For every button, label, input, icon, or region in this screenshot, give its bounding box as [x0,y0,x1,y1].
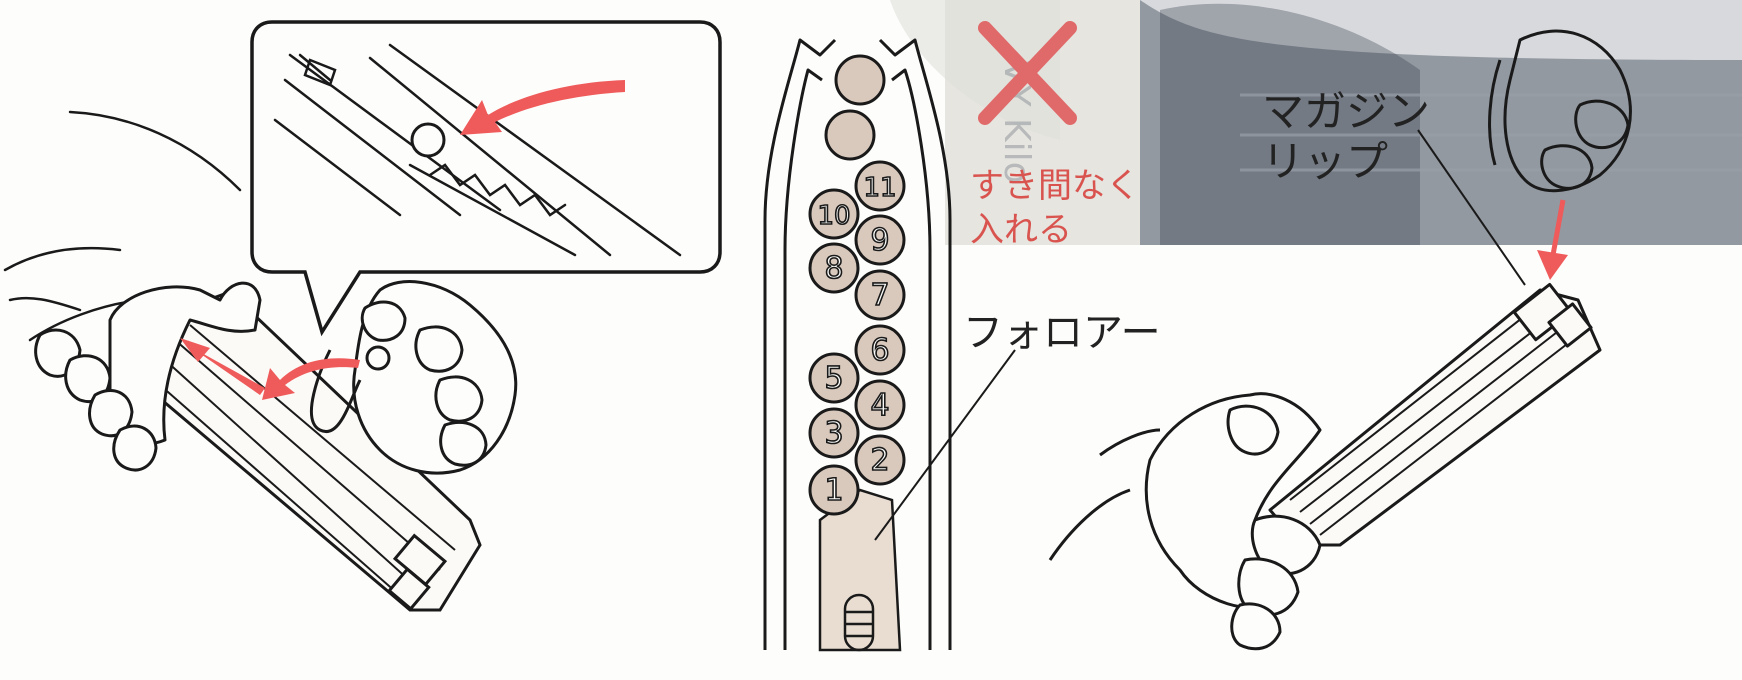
pellet-number: 10 [817,201,850,231]
pellet-icon [854,434,906,486]
photo-inset: VY Kilo [890,0,1742,245]
pellet-icon [854,160,906,212]
hand-icon [309,280,518,475]
magazine-cross-section [763,38,952,650]
magazine-icon [1268,282,1602,547]
pellet-10: 10 [808,188,860,240]
magazine-lip-label-line2: リップ [1262,137,1389,186]
pellet-icon [834,54,886,106]
pellet-7: 7 [854,269,906,321]
pellet-icon [808,352,860,404]
pellet-icon [808,407,860,459]
hand-icon [1488,29,1632,193]
pellet-2: 2 [854,434,906,486]
cross-icon [978,21,1077,125]
pellet-number: 2 [870,443,889,478]
follower-leader-line [874,349,1016,541]
pellet-number: 9 [870,223,889,258]
warning-label-line1: すき間なく [970,166,1140,206]
pellet-4: 4 [854,379,906,431]
pellet-number: 4 [870,388,889,423]
pellet-number: 11 [863,173,896,203]
hand-icon [34,281,262,472]
pellet-icon [808,188,860,240]
magazine-lip-leader-line [1417,129,1526,286]
pellet-icon [854,324,906,376]
pellet-icon [854,379,906,431]
arrow-icon [1537,199,1568,280]
pellet-icon [808,242,860,294]
pellet-3: 3 [808,407,860,459]
callout-icon [250,20,722,337]
follower-label: フォロアー [963,310,1161,356]
pellet-number: 3 [824,416,843,451]
pellet-number: 6 [870,333,889,368]
warning-label-line2: 入れる [970,210,1072,250]
pellet-icon [365,345,391,371]
pellet-icon [854,269,906,321]
magazine-lip-label-line1: マガジン [1262,87,1431,136]
pellet-number: 7 [870,278,889,313]
pellet-number: 5 [824,361,843,396]
pellet-6: 6 [854,324,906,376]
pellet-8: 8 [808,242,860,294]
pellet-1: 1 [808,464,860,516]
arrow-icon [180,338,360,400]
pellet-number: 1 [824,473,843,508]
pellet-5: 5 [808,352,860,404]
pellet-icon [854,214,906,266]
pellet-icon [824,109,876,161]
pellet-9: 9 [854,214,906,266]
pellet-11: 11 [854,160,906,212]
pellet-icon [808,464,860,516]
hand-icon [1048,392,1322,651]
pellet-number: 8 [824,251,843,286]
